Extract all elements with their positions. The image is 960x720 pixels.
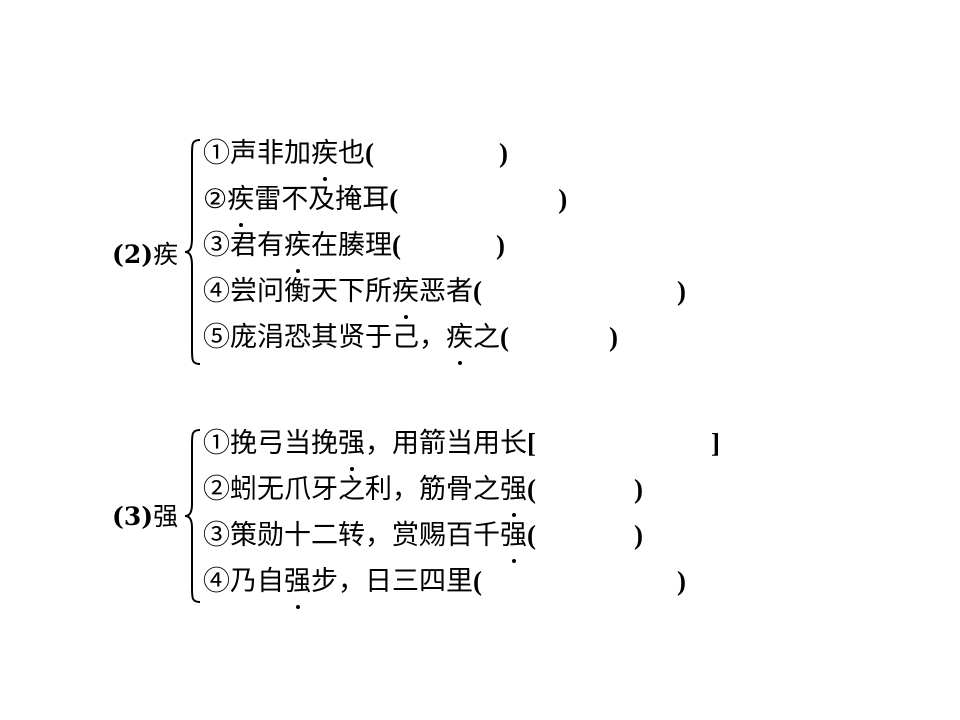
group-character: 强 [153, 502, 179, 531]
open-paren: ( [527, 474, 536, 504]
close-paren: ) [677, 276, 686, 306]
close-paren: ) [499, 138, 508, 168]
emphasized-character: 疾 [284, 223, 311, 273]
open-paren: ( [473, 566, 482, 596]
group-number: (3) [112, 502, 154, 531]
emphasized-character: 疾 [227, 177, 254, 227]
open-paren: ( [500, 322, 509, 352]
list-item: ③策勋十二转，赏赐百千强() [203, 512, 643, 563]
close-paren: ) [558, 184, 568, 214]
close-paren: ) [634, 474, 643, 504]
open-paren: ( [527, 520, 536, 550]
emphasized-character: 强 [500, 467, 527, 517]
open-paren: ( [392, 230, 401, 260]
emphasized-character: 强 [338, 421, 365, 471]
emphasized-character: 强 [500, 513, 527, 563]
close-bracket: ] [711, 428, 720, 458]
list-item: ④尝问衡天下所疾恶者() [203, 268, 686, 319]
list-item: ③君有疾在腠理() [203, 222, 505, 273]
emphasized-character: 疾 [392, 269, 419, 319]
close-paren: ) [634, 520, 643, 550]
group-number: (2) [112, 240, 154, 269]
close-paren: ) [677, 566, 686, 596]
list-item: ②蚓无爪牙之利，筋骨之强() [203, 466, 643, 517]
list-item: ①挽弓当挽强，用箭当用长[] [203, 420, 720, 471]
emphasized-character: 疾 [446, 315, 473, 365]
list-item: ②疾雷不及掩耳() [203, 176, 568, 227]
emphasized-character: 疾 [311, 131, 338, 181]
group-character: 疾 [153, 240, 179, 269]
open-paren: ( [473, 276, 482, 306]
list-item: ①声非加疾也() [203, 130, 508, 181]
emphasized-character: 强 [284, 559, 311, 609]
close-paren: ) [609, 322, 618, 352]
close-paren: ) [496, 230, 505, 260]
open-paren: ( [389, 184, 399, 214]
list-item: ④乃自强步，日三四里() [203, 558, 686, 609]
open-paren: ( [365, 138, 374, 168]
curly-brace [184, 428, 202, 604]
curly-brace [184, 138, 202, 366]
open-bracket: [ [527, 428, 536, 458]
group-label: (3)强 [112, 502, 178, 532]
group-label: (2)疾 [112, 240, 178, 270]
list-item: ⑤庞涓恐其贤于己，疾之() [203, 314, 618, 365]
